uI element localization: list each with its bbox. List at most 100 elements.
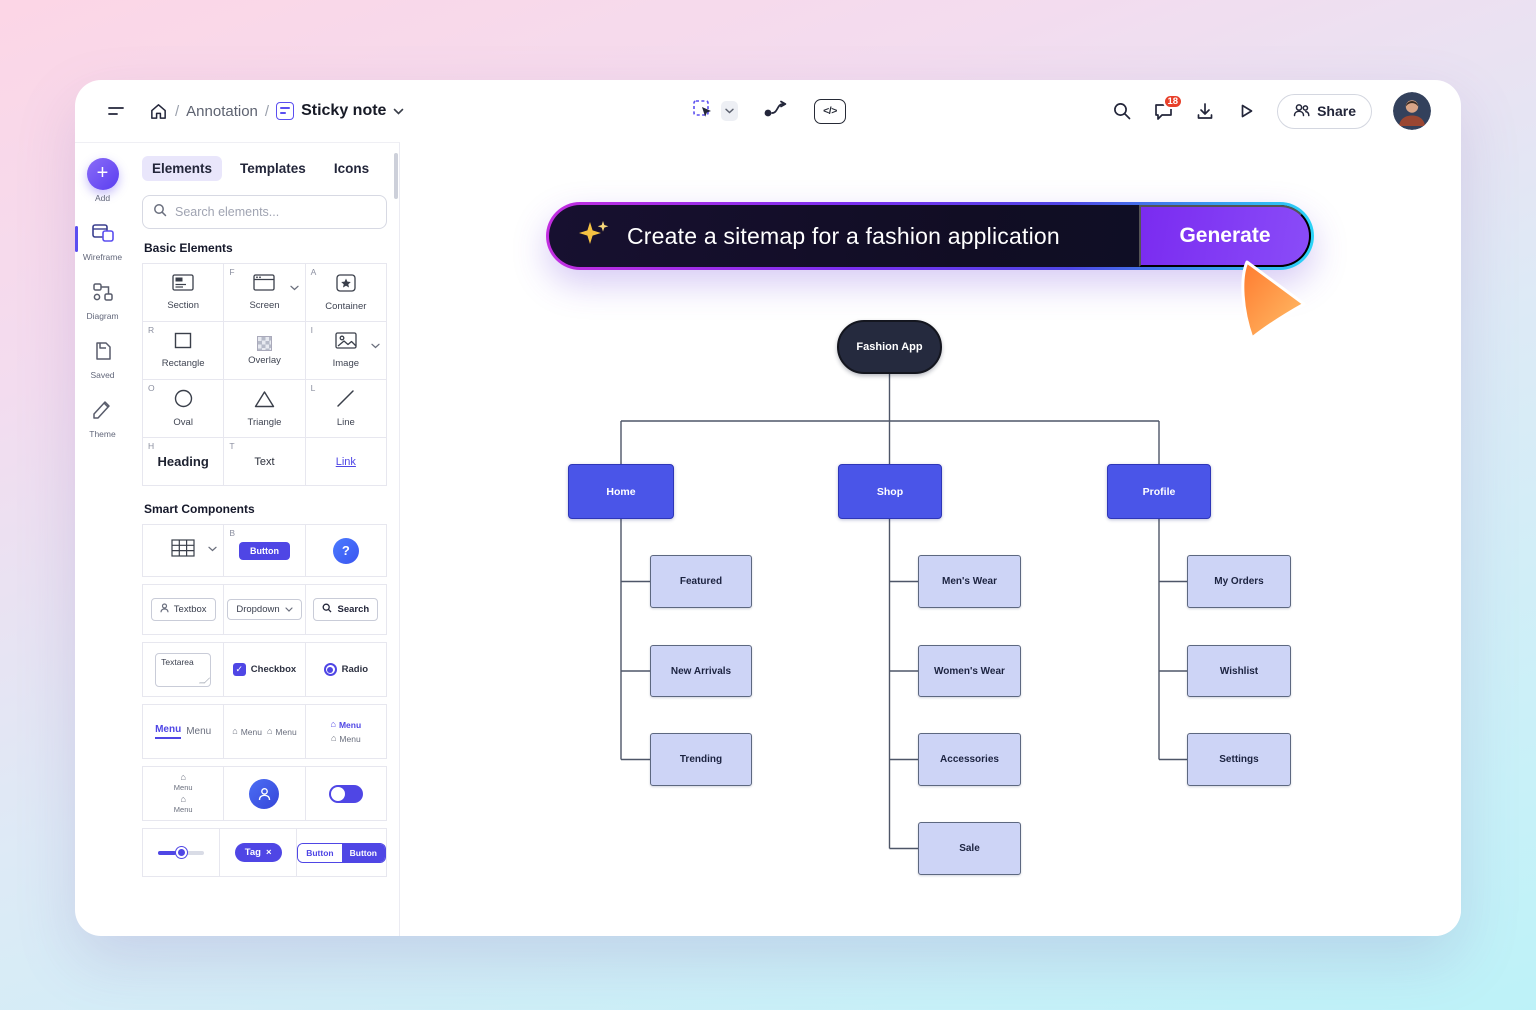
elements-panel: Elements Templates Icons Basic Elements … [130, 142, 400, 936]
textarea-sample: Textarea [155, 652, 212, 687]
rail-item-saved[interactable]: Saved [75, 340, 130, 380]
component-menu-inline[interactable]: Menu Menu [143, 705, 224, 758]
smart-row: Textbox Dropdown Search [142, 584, 387, 635]
sitemap-node-mens-wear[interactable]: Men's Wear [918, 555, 1021, 608]
element-rectangle[interactable]: R Rectangle [143, 322, 224, 379]
component-radio[interactable]: Radio [305, 643, 386, 696]
connector-tool-icon[interactable] [762, 97, 790, 126]
element-text[interactable]: T Text [224, 438, 305, 485]
ai-prompt-bar: Create a sitemap for a fashion applicati… [546, 202, 1314, 270]
component-menu-vertical[interactable]: ⌂Menu ⌂Menu [305, 705, 386, 758]
chevron-down-icon[interactable] [393, 102, 404, 120]
sitemap-node-accessories[interactable]: Accessories [918, 733, 1021, 786]
element-oval[interactable]: O Oval [143, 380, 224, 437]
component-menu-icons[interactable]: ⌂Menu ⌂Menu [224, 705, 305, 758]
segment-button: Button [298, 843, 342, 862]
component-menu-stacked[interactable]: ⌂Menu ⌂Menu [143, 767, 224, 820]
component-slider[interactable] [143, 829, 220, 876]
code-tool-icon[interactable]: </> [814, 98, 846, 124]
radio-icon [323, 663, 337, 676]
comments-icon[interactable]: 18 [1153, 94, 1184, 121]
element-triangle[interactable]: Triangle [224, 380, 305, 437]
sitemap-node-my-orders[interactable]: My Orders [1187, 555, 1291, 608]
tab-icons[interactable]: Icons [333, 161, 370, 176]
menu-item: Menu [155, 724, 182, 739]
element-line[interactable]: L Line [305, 380, 386, 437]
cell-label: Triangle [247, 416, 282, 428]
present-play-icon[interactable] [1236, 101, 1256, 121]
search-box [142, 195, 387, 229]
component-avatar[interactable] [224, 767, 305, 820]
active-indicator [75, 226, 78, 252]
element-container[interactable]: A Container [305, 264, 386, 321]
component-textarea[interactable]: Textarea [143, 643, 224, 696]
chevron-down-icon[interactable] [371, 336, 380, 354]
breadcrumb: / Annotation / Sticky note [149, 102, 404, 121]
rail-item-wireframe[interactable]: Wireframe [75, 222, 130, 262]
element-screen[interactable]: F Screen [224, 264, 305, 321]
saved-icon [92, 340, 114, 367]
sitemap-node-settings[interactable]: Settings [1187, 733, 1291, 786]
search-input[interactable] [175, 205, 376, 219]
container-icon [335, 273, 357, 297]
chevron-down-icon[interactable] [290, 278, 299, 296]
tab-elements[interactable]: Elements [142, 156, 223, 181]
left-rail: + Add Wireframe Diagram Saved T [75, 142, 130, 936]
annotate-tool-icon[interactable] [690, 96, 716, 127]
sitemap-node-featured[interactable]: Featured [650, 555, 752, 608]
toggle-switch [328, 784, 363, 803]
element-overlay[interactable]: Overlay [224, 322, 305, 379]
plus-icon: + [86, 158, 119, 190]
cell-label: Oval [173, 417, 193, 428]
sitemap-node-root[interactable]: Fashion App [837, 320, 942, 374]
canvas[interactable]: Create a sitemap for a fashion applicati… [400, 142, 1461, 936]
sitemap-node-new-arrivals[interactable]: New Arrivals [650, 645, 752, 697]
user-avatar[interactable] [1393, 92, 1431, 130]
menu-item: Menu [240, 726, 262, 737]
sitemap-node-profile[interactable]: Profile [1107, 464, 1211, 519]
component-tag[interactable]: Tag× [220, 829, 297, 876]
topbar: / Annotation / Sticky note [75, 80, 1461, 142]
sitemap-node-shop[interactable]: Shop [838, 464, 942, 519]
component-button[interactable]: B Button [224, 525, 305, 576]
component-dropdown[interactable]: Dropdown [224, 585, 305, 634]
element-image[interactable]: I Image [305, 322, 386, 379]
dropdown-label: Dropdown [236, 604, 280, 615]
component-textbox[interactable]: Textbox [143, 585, 224, 634]
rail-item-theme[interactable]: Theme [75, 399, 130, 439]
panel-scrollbar[interactable] [394, 153, 398, 199]
component-toggle[interactable] [305, 767, 386, 820]
tool-dropdown-chevron[interactable] [721, 101, 738, 121]
rail-item-diagram[interactable]: Diagram [75, 281, 130, 321]
breadcrumb-section[interactable]: Annotation [186, 102, 258, 120]
element-section[interactable]: Section [143, 264, 224, 321]
sitemap-node-wishlist[interactable]: Wishlist [1187, 645, 1291, 697]
ai-prompt-text[interactable]: Create a sitemap for a fashion applicati… [627, 222, 1060, 249]
component-help[interactable]: ? [305, 525, 386, 576]
download-icon[interactable] [1195, 101, 1215, 121]
component-table[interactable] [143, 525, 224, 576]
chevron-down-icon[interactable] [208, 539, 217, 557]
smart-row: B Button ? [142, 524, 387, 577]
sitemap-node-home[interactable]: Home [568, 464, 674, 519]
rail-item-add[interactable]: + Add [75, 158, 130, 203]
sitemap-node-trending[interactable]: Trending [650, 733, 752, 786]
search-icon [322, 603, 332, 616]
home-icon[interactable] [149, 102, 168, 121]
generate-button[interactable]: Generate [1139, 205, 1311, 267]
element-heading[interactable]: H Heading [143, 438, 224, 485]
sitemap-node-sale[interactable]: Sale [918, 822, 1021, 875]
tag-label: Tag [244, 847, 261, 858]
rectangle-icon [174, 332, 192, 354]
share-button[interactable]: Share [1277, 93, 1372, 129]
line-icon [336, 389, 355, 413]
tab-templates[interactable]: Templates [240, 161, 306, 176]
sitemap-node-womens-wear[interactable]: Women's Wear [918, 645, 1021, 697]
breadcrumb-current[interactable]: Sticky note [301, 102, 387, 119]
menu-icon[interactable] [105, 100, 127, 122]
element-link[interactable]: Link [305, 438, 386, 485]
component-checkbox[interactable]: ✓ Checkbox [224, 643, 305, 696]
component-search[interactable]: Search [305, 585, 386, 634]
search-icon[interactable] [1112, 101, 1132, 121]
